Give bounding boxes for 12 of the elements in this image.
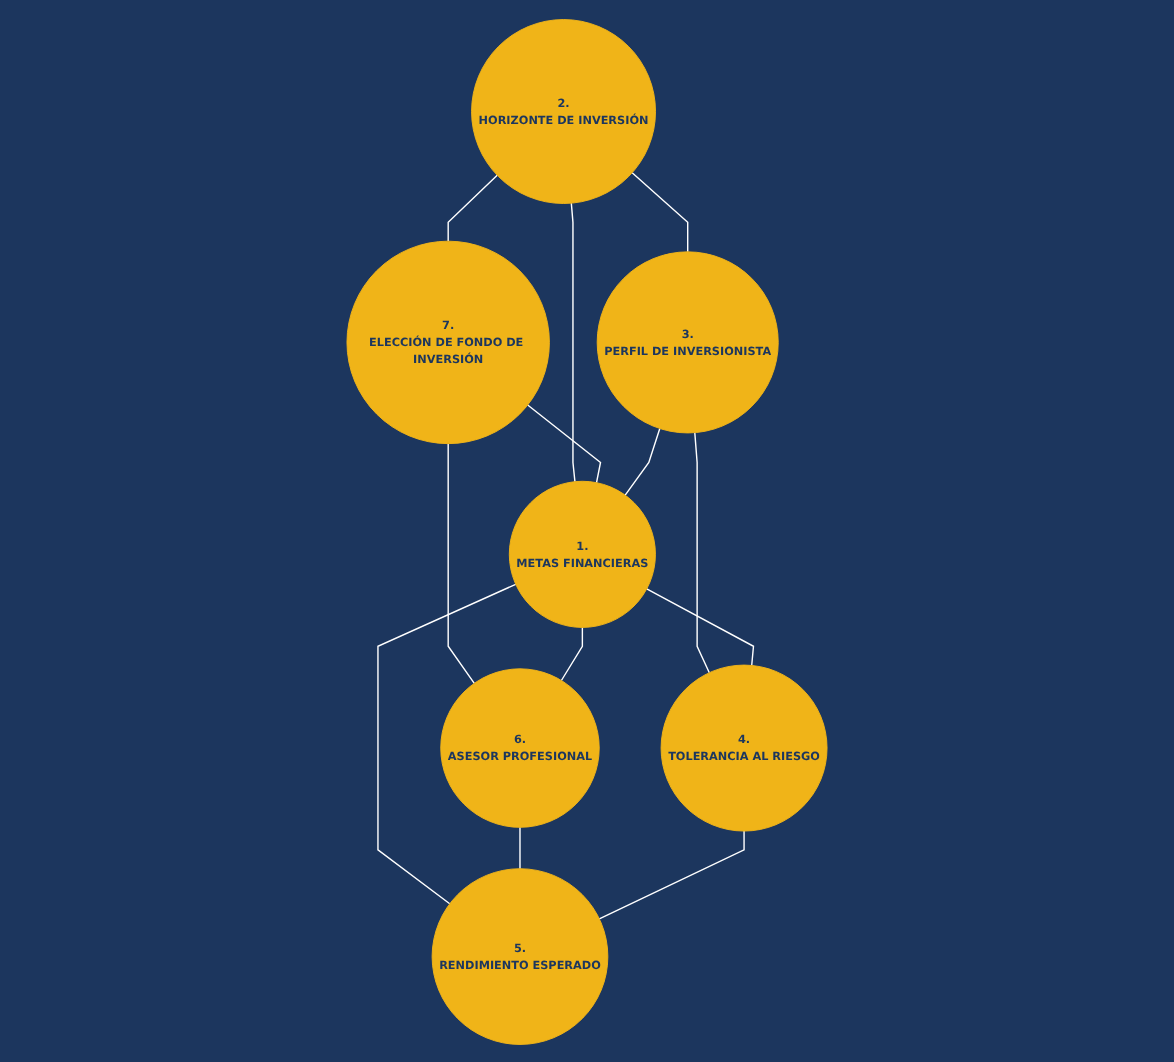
connector: [377, 582, 517, 904]
connector: [598, 829, 745, 919]
connector: [527, 403, 602, 483]
connector: [447, 173, 498, 241]
connector: [570, 201, 576, 482]
connector: [447, 441, 475, 683]
connector: [631, 171, 689, 252]
connector: [646, 587, 755, 666]
connector: [624, 426, 661, 495]
connector: [519, 825, 521, 869]
connector: [694, 430, 711, 673]
connector: [560, 625, 584, 681]
